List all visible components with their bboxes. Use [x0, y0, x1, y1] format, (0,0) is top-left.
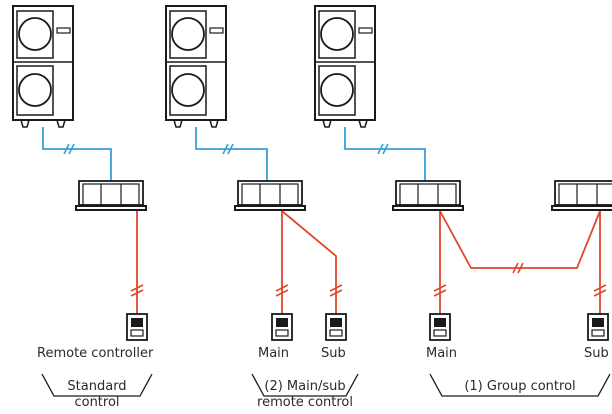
control-wire-link	[439, 210, 601, 269]
remote-controller-sub-icon	[587, 313, 609, 341]
system-group	[314, 5, 612, 397]
remote-controller-sub-icon	[325, 313, 347, 341]
controller-label-sub: Sub	[321, 346, 346, 361]
indoor-unit-2-icon	[550, 180, 612, 212]
control-wire-break-mark	[275, 284, 343, 297]
controller-label-sub: Sub	[584, 346, 609, 361]
system-main-sub	[165, 5, 359, 397]
refrigerant-pipe	[42, 127, 112, 181]
caption-main-sub-control: (2) Main/sub remote control	[257, 379, 353, 410]
refrigerant-pipe	[344, 127, 426, 181]
outdoor-unit-icon	[165, 5, 227, 128]
controller-label-main: Main	[426, 346, 458, 361]
indoor-unit-icon	[74, 180, 148, 212]
caption-group-control: (1) Group control	[464, 379, 576, 394]
refrigerant-pipe-break-mark	[63, 143, 75, 155]
system-standard	[12, 5, 153, 397]
control-wire-sub	[281, 210, 337, 314]
outdoor-unit-icon	[314, 5, 376, 128]
remote-controller-main-icon	[271, 313, 293, 341]
caption-standard-control: Standard control	[67, 379, 127, 410]
controller-label: Remote controller	[37, 346, 154, 361]
refrigerant-pipe-break-mark	[377, 143, 389, 155]
controller-label-main: Main	[258, 346, 290, 361]
control-wire-break-mark	[433, 262, 607, 297]
indoor-unit-1-icon	[391, 180, 465, 212]
group-bracket	[251, 373, 359, 397]
group-bracket	[429, 373, 611, 397]
remote-controller-main-icon	[429, 313, 451, 341]
indoor-unit-icon	[233, 180, 307, 212]
refrigerant-pipe	[195, 127, 268, 181]
group-bracket	[41, 373, 153, 397]
control-wire-break-mark	[130, 284, 144, 297]
remote-controller-icon	[126, 313, 148, 341]
outdoor-unit-icon	[12, 5, 74, 128]
refrigerant-pipe-break-mark	[222, 143, 234, 155]
